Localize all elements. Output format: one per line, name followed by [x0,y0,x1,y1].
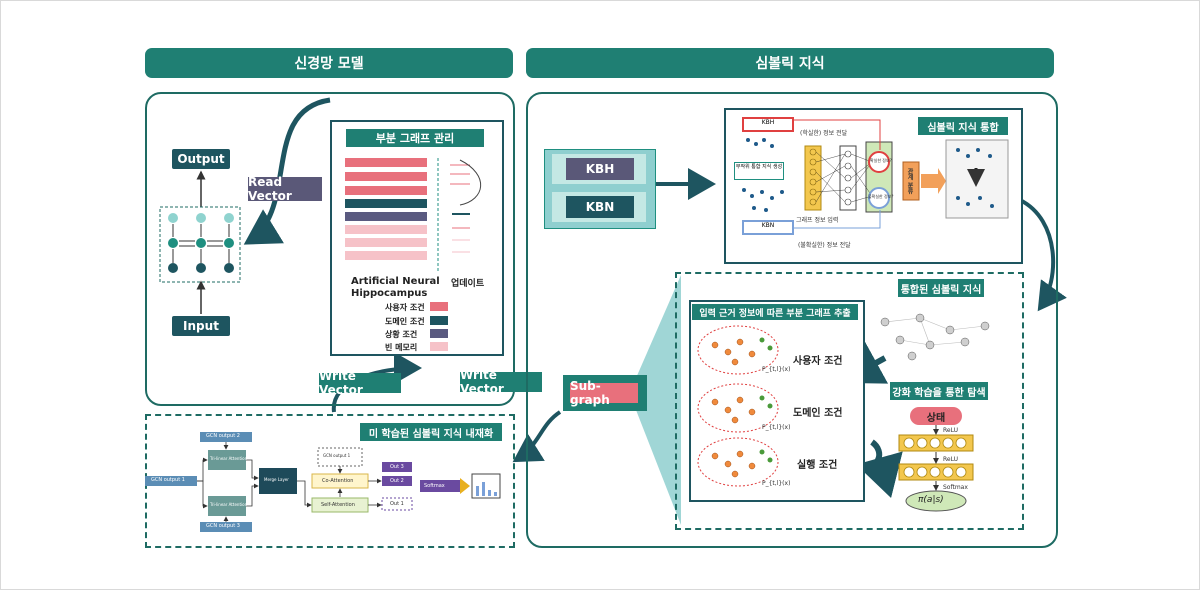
out-1: Out 1 [390,501,404,507]
header-symbolic-knowledge: 심볼릭 지식 [526,48,1054,78]
co-attention: Co-Attention [322,478,354,484]
subgraph-management-title: 부분 그래프 관리 [346,129,484,147]
integration-arrow [1019,198,1067,312]
read-arrow [243,97,331,245]
update-label: 업데이트 [451,279,485,289]
top-info-text: (학실한) 정보 전달 [800,130,848,137]
condition-execution: 실행 조건 [797,460,838,471]
legend-label-user: 사용자 조건 [385,303,425,312]
formula-1: P_{t,l}(x) [762,366,791,373]
condition-user: 사용자 조건 [793,356,843,367]
legend-label-context: 상황 조건 [385,330,418,339]
attention-top: Tri-linear Attention [210,456,248,461]
generate-box: 무작위 통합 지식 생성 [734,162,784,180]
rl-policy: π(a|s) [918,495,944,505]
self-attention: Self-Attention [321,502,355,508]
integrated-title: 통합된 심볼릭 지식 [898,279,984,297]
gcn-output-1: GCN output 1 [151,477,185,483]
subgraph-extraction-area [675,272,1024,530]
legend-label-domain: 도메인 조건 [385,317,425,326]
classify-text: 관계 분류 [906,168,913,195]
softmax-box: Softmax [424,483,445,489]
condition-domain: 도메인 조건 [793,408,843,419]
legend-label-empty: 빈 메모리 [385,343,418,352]
input-node: Input [172,316,230,336]
header-neural-model: 신경망 모델 [145,48,513,78]
rl-softmax: Softmax [943,484,968,491]
graph-input-text: 그래프 정보 입력 [796,217,839,224]
ann-name-line2: Hippocampus [351,288,428,299]
rnn-cells [168,213,234,273]
merge-layer: Merge Layer [264,477,289,482]
subgraph-arrow [512,410,562,463]
legend-swatch-domain [430,316,448,325]
output-node: Output [172,149,230,169]
blue-node-text: 불확실한 정보? [868,194,894,199]
gcn-output-3: GCN output 3 [206,523,240,529]
rl-relu-2: ReLU [943,456,959,463]
integration-title: 심볼릭 지식 통합 [918,117,1008,135]
out-2: Out 2 [390,478,404,484]
extraction-title: 입력 근거 정보에 따른 부분 그래프 추출 [692,304,858,320]
gcn-output-2: GCN output 2 [206,433,240,439]
unlearned-title: 미 학습된 심볼릭 지식 내재화 [360,423,502,441]
neural-model-panel [145,92,515,406]
funnel [636,275,681,525]
read-vector-label: Read Vector [248,175,322,203]
bottom-info-text: (불확실한) 정보 전달 [798,242,851,249]
kbn-label: KBN [566,196,634,218]
legend-swatch-context [430,329,448,338]
legend-swatch-user [430,302,448,311]
extraction-box [689,300,865,502]
symbolic-knowledge-panel [526,92,1058,548]
integration-kbh: KBH [742,117,794,132]
red-node-text: 확실한 정보? [870,158,892,163]
formula-2: P_{t,l}(x) [762,424,791,431]
formula-3: P_{t,l}(x) [762,480,791,487]
legend-swatch-empty [430,342,448,351]
kbh-label: KBH [566,158,634,180]
rl-state: 상태 [910,407,962,425]
out-3: Out 3 [390,464,404,470]
rl-title: 강화 학습을 통한 탐색 [890,382,988,400]
attention-bottom: Tri-linear Attention [210,502,248,507]
rl-relu-1: ReLU [943,427,959,434]
ann-name-line1: Artificial Neural [351,276,440,287]
gcn-output-box: GCN output 1 [323,453,351,458]
